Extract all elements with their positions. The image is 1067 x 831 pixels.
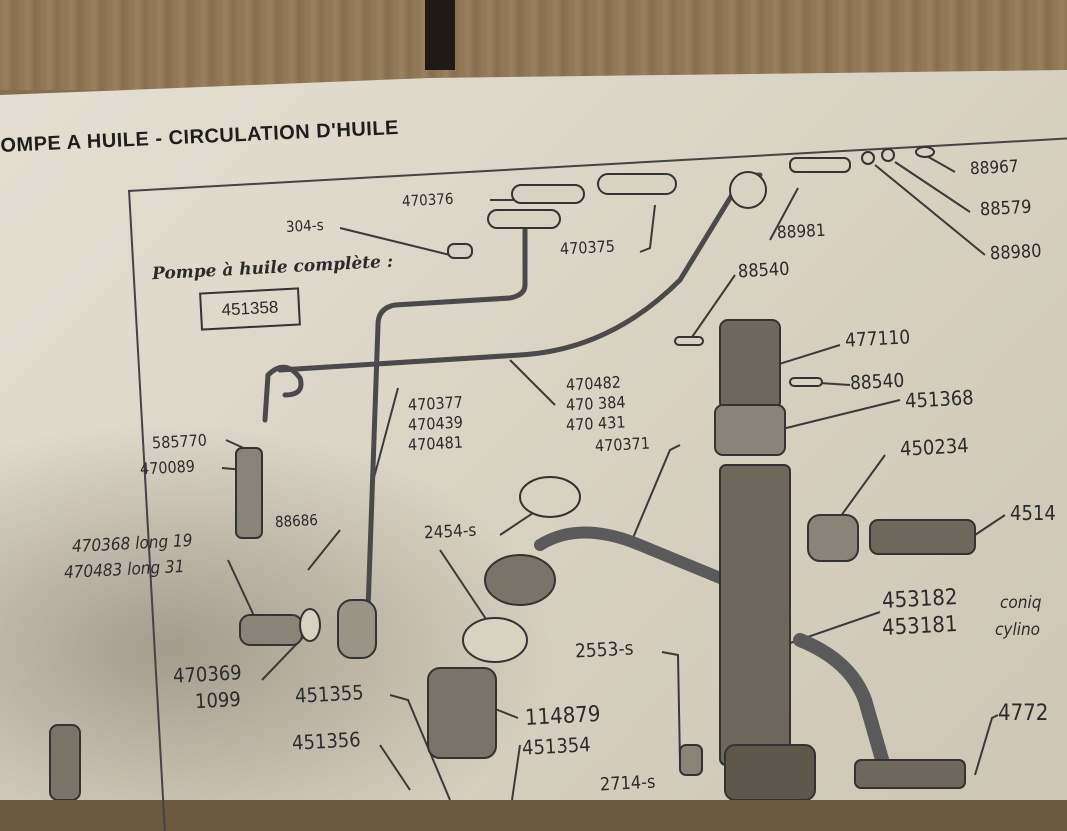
gear-477110 xyxy=(719,319,781,411)
part-label-2454s: 2454-s xyxy=(423,520,477,544)
leader-451355 xyxy=(389,694,451,800)
part-label-585770: 585770 xyxy=(151,430,208,453)
leader-450234 xyxy=(837,454,886,521)
bolt-4772 xyxy=(854,759,966,789)
banjo-fitting xyxy=(484,554,556,606)
washer-88980 xyxy=(881,148,895,162)
part-label-4772: 4772 xyxy=(998,701,1049,726)
parts-diagram xyxy=(49,146,1006,800)
bolt-4514 xyxy=(869,519,976,555)
pin-88540b xyxy=(789,377,823,387)
leader-88579 xyxy=(894,161,971,213)
part-label-470431: 470 431 xyxy=(565,412,626,435)
leader-88980 xyxy=(874,164,986,256)
oil-pipe-banjo xyxy=(534,526,731,586)
part-label-88540-top: 88540 xyxy=(737,258,791,283)
part-label-477110: 477110 xyxy=(844,326,911,352)
part-note-453182: coniq xyxy=(1000,593,1042,613)
pump-base xyxy=(724,744,816,800)
leader-451354 xyxy=(511,744,521,800)
bracket-470375 xyxy=(597,173,677,195)
leader-4514 xyxy=(974,514,1006,536)
part-note-453181: cylino xyxy=(995,620,1041,640)
leader-4772 xyxy=(974,714,999,776)
part-label-451368: 451368 xyxy=(904,385,975,413)
part-lower-left xyxy=(49,724,81,800)
part-label-451355: 451355 xyxy=(294,680,365,708)
part-label-1099: 1099 xyxy=(194,686,242,714)
part-label-304s: 304-s xyxy=(285,216,325,236)
leader-470368 xyxy=(227,559,256,619)
part-label-470371: 470371 xyxy=(594,433,651,456)
bracket-470376b xyxy=(487,209,561,229)
part-label-88686: 88686 xyxy=(274,510,319,532)
washer-2454s-a xyxy=(519,476,581,518)
part-label-470375: 470375 xyxy=(559,236,616,259)
ring-88981 xyxy=(729,171,767,209)
leader-470377 xyxy=(371,387,399,486)
bracket-470376 xyxy=(511,184,585,204)
leader-88967 xyxy=(924,154,956,173)
part-label-451356: 451356 xyxy=(291,727,362,755)
oil-pipe-lower xyxy=(793,633,892,777)
leader-88981 xyxy=(769,187,799,241)
part-label-470439: 470439 xyxy=(407,412,464,435)
part-label-2553s: 2553-s xyxy=(574,637,635,663)
part-label-451354: 451354 xyxy=(521,732,592,760)
part-label-114879: 114879 xyxy=(524,702,602,731)
leader-88540a xyxy=(689,274,736,341)
washer-1099 xyxy=(299,608,321,642)
leader-451368 xyxy=(769,399,901,433)
pump-body-453182 xyxy=(719,464,791,766)
oil-line-hook xyxy=(262,364,304,423)
part-label-88967: 88967 xyxy=(969,156,1020,180)
leader-470375 xyxy=(639,204,656,253)
fitting-470481 xyxy=(337,599,377,659)
nut-2553s xyxy=(679,744,703,776)
leader-2454s-bottom xyxy=(439,549,493,629)
union-88981 xyxy=(789,157,851,173)
washer-88967 xyxy=(915,146,935,158)
part-label-453181: 453181 xyxy=(881,612,959,641)
part-label-88540-mid: 88540 xyxy=(849,369,905,395)
leader-470482 xyxy=(509,359,556,406)
part-label-2714s: 2714-s xyxy=(599,771,656,796)
part-label-4514: 4514 xyxy=(1010,501,1056,525)
part-label-470376: 470376 xyxy=(401,189,454,211)
bolt-470368 xyxy=(239,614,303,646)
part-label-470089: 470089 xyxy=(139,456,196,479)
collar-451368 xyxy=(714,404,786,456)
leader-451356 xyxy=(379,744,411,791)
part-label-470384: 470 384 xyxy=(565,392,626,415)
part-label-88980: 88980 xyxy=(989,240,1043,265)
part-label-453182: 453182 xyxy=(881,585,959,614)
part-label-470369: 470369 xyxy=(172,660,243,688)
part-label-470481: 470481 xyxy=(407,432,464,455)
bolt-114879 xyxy=(427,667,497,759)
washer-2454s-b xyxy=(462,617,528,663)
part-label-88981: 88981 xyxy=(776,220,827,244)
washer-88579 xyxy=(861,151,875,165)
leader-88686 xyxy=(307,529,341,571)
part-label-88579: 88579 xyxy=(979,196,1033,221)
nut-450234 xyxy=(807,514,859,562)
leader-470371 xyxy=(629,444,681,546)
leader-2553s xyxy=(661,651,681,763)
oil-line-vertical xyxy=(365,222,528,613)
leader-304s xyxy=(339,227,451,256)
part-label-470482: 470482 xyxy=(565,372,622,395)
part-label-450234: 450234 xyxy=(899,433,970,461)
screw-304s xyxy=(447,243,473,259)
shadow-gap xyxy=(425,0,455,70)
part-label-470377: 470377 xyxy=(407,392,464,415)
stud-470089 xyxy=(235,447,263,539)
pin-88540a xyxy=(674,336,704,346)
